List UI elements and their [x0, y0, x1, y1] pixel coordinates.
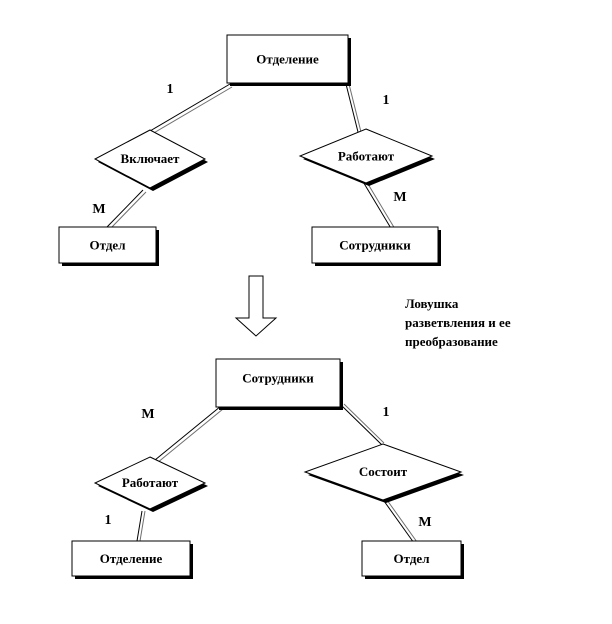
transform-arrow-icon	[234, 275, 278, 337]
connector-division-works	[345, 83, 362, 133]
relation-works-bottom-label: Работают	[122, 475, 179, 490]
entity-department-top-label: Отдел	[90, 238, 126, 253]
entity-division-top: Отделение	[226, 34, 351, 86]
transformation-note: Ловушка разветвления и ее преобразование	[405, 296, 511, 349]
cardinality-division-includes: 1	[167, 82, 174, 97]
cardinality-consists-department: М	[418, 515, 431, 530]
connector-includes-department	[106, 189, 147, 230]
connector-division-includes	[149, 83, 233, 135]
entity-department-bottom-label: Отдел	[394, 551, 430, 566]
relation-includes-top: Включает	[93, 129, 208, 191]
entity-division-bottom: Отделение	[71, 540, 193, 579]
cardinality-employees-works: М	[141, 407, 154, 422]
relation-consists-bottom-label: Состоит	[359, 464, 408, 479]
connector-works-employees	[361, 178, 396, 231]
connector-employees-consists	[341, 403, 385, 446]
connector-employees-works	[154, 405, 224, 464]
entity-employees-top-label: Сотрудники	[339, 238, 411, 253]
cardinality-division-works: 1	[383, 93, 390, 108]
entity-division-bottom-label: Отделение	[100, 551, 163, 566]
entity-employees-bottom: Сотрудники	[215, 358, 343, 410]
cardinality-employees-consists: 1	[383, 405, 390, 420]
connector-works-division	[136, 510, 146, 542]
relation-works-bottom: Работают	[93, 456, 208, 512]
entity-division-top-label: Отделение	[256, 52, 319, 67]
relation-works-top: Работают	[298, 128, 435, 186]
bottom-diagram: Сотрудники Работают Состоит Отделение От…	[71, 358, 464, 579]
note-line-3: преобразование	[405, 334, 498, 349]
relation-includes-top-label: Включает	[121, 151, 180, 166]
cardinality-works-division: 1	[105, 513, 112, 528]
relation-works-top-label: Работают	[338, 149, 395, 164]
cardinality-includes-department: М	[92, 202, 105, 217]
note-line-2: разветвления и ее	[405, 315, 511, 330]
relation-consists-bottom: Состоит	[303, 443, 464, 503]
entity-employees-top: Сотрудники	[311, 226, 441, 266]
note-line-1: Ловушка	[405, 296, 459, 311]
entity-department-top: Отдел	[58, 226, 159, 266]
top-diagram: Отделение Включает Работают Отдел Сотруд…	[58, 34, 441, 266]
entity-department-bottom: Отдел	[361, 540, 464, 579]
cardinality-works-employees: М	[393, 190, 406, 205]
entity-employees-bottom-label: Сотрудники	[242, 371, 314, 386]
connector-consists-department	[383, 499, 418, 544]
